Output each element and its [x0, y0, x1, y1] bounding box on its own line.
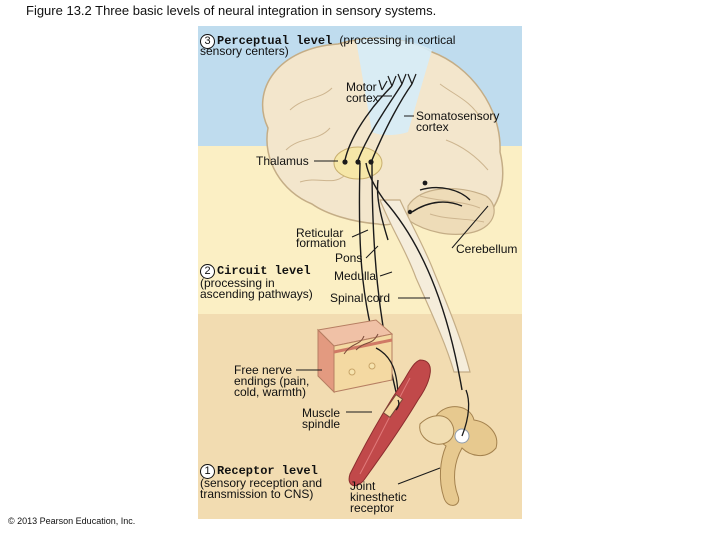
pathway-synapses — [342, 159, 428, 215]
joint-receptor-label-line2: kinesthetic — [350, 490, 407, 504]
level-number-badge: 1 — [200, 464, 215, 479]
muscle-spindle-label-line1: Muscle — [302, 406, 341, 420]
motor-cortex-label-line1: Motor — [346, 80, 377, 94]
motor-cortex-label-line2: cortex — [346, 91, 379, 105]
free-nerve-endings-label-line3: cold, warmth) — [234, 385, 307, 399]
circuit-level-description-line2: ascending pathways) — [200, 287, 313, 301]
cortex-highlight — [356, 38, 432, 135]
free-nerve-endings-label-line2: endings (pain, — [234, 374, 310, 388]
reticular-formation-label-line1: Reticular — [296, 226, 344, 240]
pons-label: Pons — [335, 251, 363, 265]
joint-receptor-fiber — [461, 389, 470, 437]
perceptual-level-description-line2: sensory centers) — [200, 44, 289, 58]
circuit-level-description-line1: (processing in — [200, 276, 275, 290]
receptor-level-description-line2: transmission to CNS) — [200, 487, 314, 501]
muscle-spindle-label-line2: spindle — [302, 417, 341, 431]
medulla-label: Medulla — [334, 269, 377, 283]
thalamus-label: Thalamus — [256, 154, 309, 168]
level-number-badge: 2 — [200, 264, 215, 279]
brain-gyri — [285, 83, 489, 223]
joint-receptor-label-line1: Joint — [350, 479, 376, 493]
free-nerve-endings-label-line1: Free nerve — [234, 363, 293, 377]
somatosensory-cortex-label-line2: cortex — [416, 120, 449, 134]
figure-title: Figure 13.2 Three basic levels of neural… — [26, 3, 437, 18]
receptor-level-description-line1: (sensory reception and — [200, 476, 323, 490]
level-name: Receptor level — [217, 464, 318, 478]
leader-lines — [296, 95, 489, 485]
cerebellum-label: Cerebellum — [456, 242, 518, 256]
reticular-formation-label-line2: formation — [296, 236, 347, 250]
level-name: Circuit level — [217, 264, 311, 278]
muscle-spindle-fiber — [395, 399, 400, 411]
hip-joint — [419, 406, 498, 506]
cerebellum — [407, 187, 495, 235]
cortex-endings — [378, 73, 417, 91]
somatosensory-cortex-label-line1: Somatosensory — [416, 109, 500, 123]
muscle — [348, 359, 431, 487]
level-description: (processing in cortical — [339, 33, 456, 47]
spinal-cord — [379, 199, 471, 373]
spinal-cord-label: Spinal cord — [330, 291, 391, 305]
joint-receptor-label-line3: receptor — [350, 501, 395, 515]
copyright-notice: © 2013 Pearson Education, Inc. — [8, 516, 136, 526]
level-number-badge: 3 — [200, 34, 215, 49]
skin-section — [316, 319, 394, 394]
level-name: Perceptual level — [217, 34, 333, 48]
